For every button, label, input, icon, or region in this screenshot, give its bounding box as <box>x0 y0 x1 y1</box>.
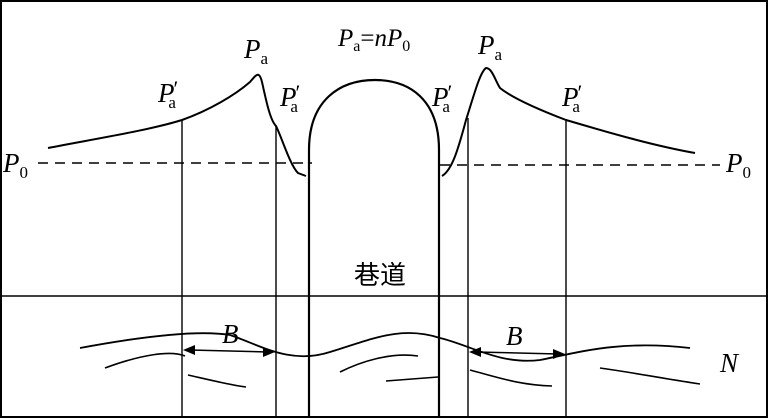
initial-stress-label-left: P0 <box>2 148 28 182</box>
initial-stress-label-right: P0 <box>725 148 751 182</box>
strata-line-lower-2 <box>187 374 247 388</box>
dimension-arrow-left <box>183 345 275 357</box>
dimension-label-right: B <box>506 321 523 351</box>
roadway-outline <box>307 78 441 418</box>
strata-line-upper <box>79 332 691 362</box>
residual-stress-label-right-inner: P′a <box>431 80 452 116</box>
residual-stress-label-right-outer: P′a <box>561 80 582 116</box>
roadway-label: 巷道 <box>354 261 406 291</box>
peak-stress-label-right: Pa <box>477 30 503 64</box>
strata-line-lower-1 <box>104 352 186 369</box>
strata-line-lower-6 <box>599 367 701 385</box>
strata-line-lower-5 <box>469 369 553 387</box>
residual-stress-label-left-outer: P′a <box>157 76 178 112</box>
residual-stress-label-left-inner: P′a <box>279 80 300 116</box>
stress-curve-left <box>47 73 307 177</box>
equation-label: Pa=nP0 <box>337 25 410 55</box>
strata-line-lower-3 <box>339 354 419 373</box>
dimension-label-left: B <box>222 319 239 349</box>
strata-line-lower-4 <box>385 376 439 382</box>
strata-label: N <box>719 348 740 378</box>
stress-curve-right <box>441 66 696 177</box>
peak-stress-label-left: Pa <box>243 34 269 68</box>
dimension-arrow-right <box>469 347 565 359</box>
